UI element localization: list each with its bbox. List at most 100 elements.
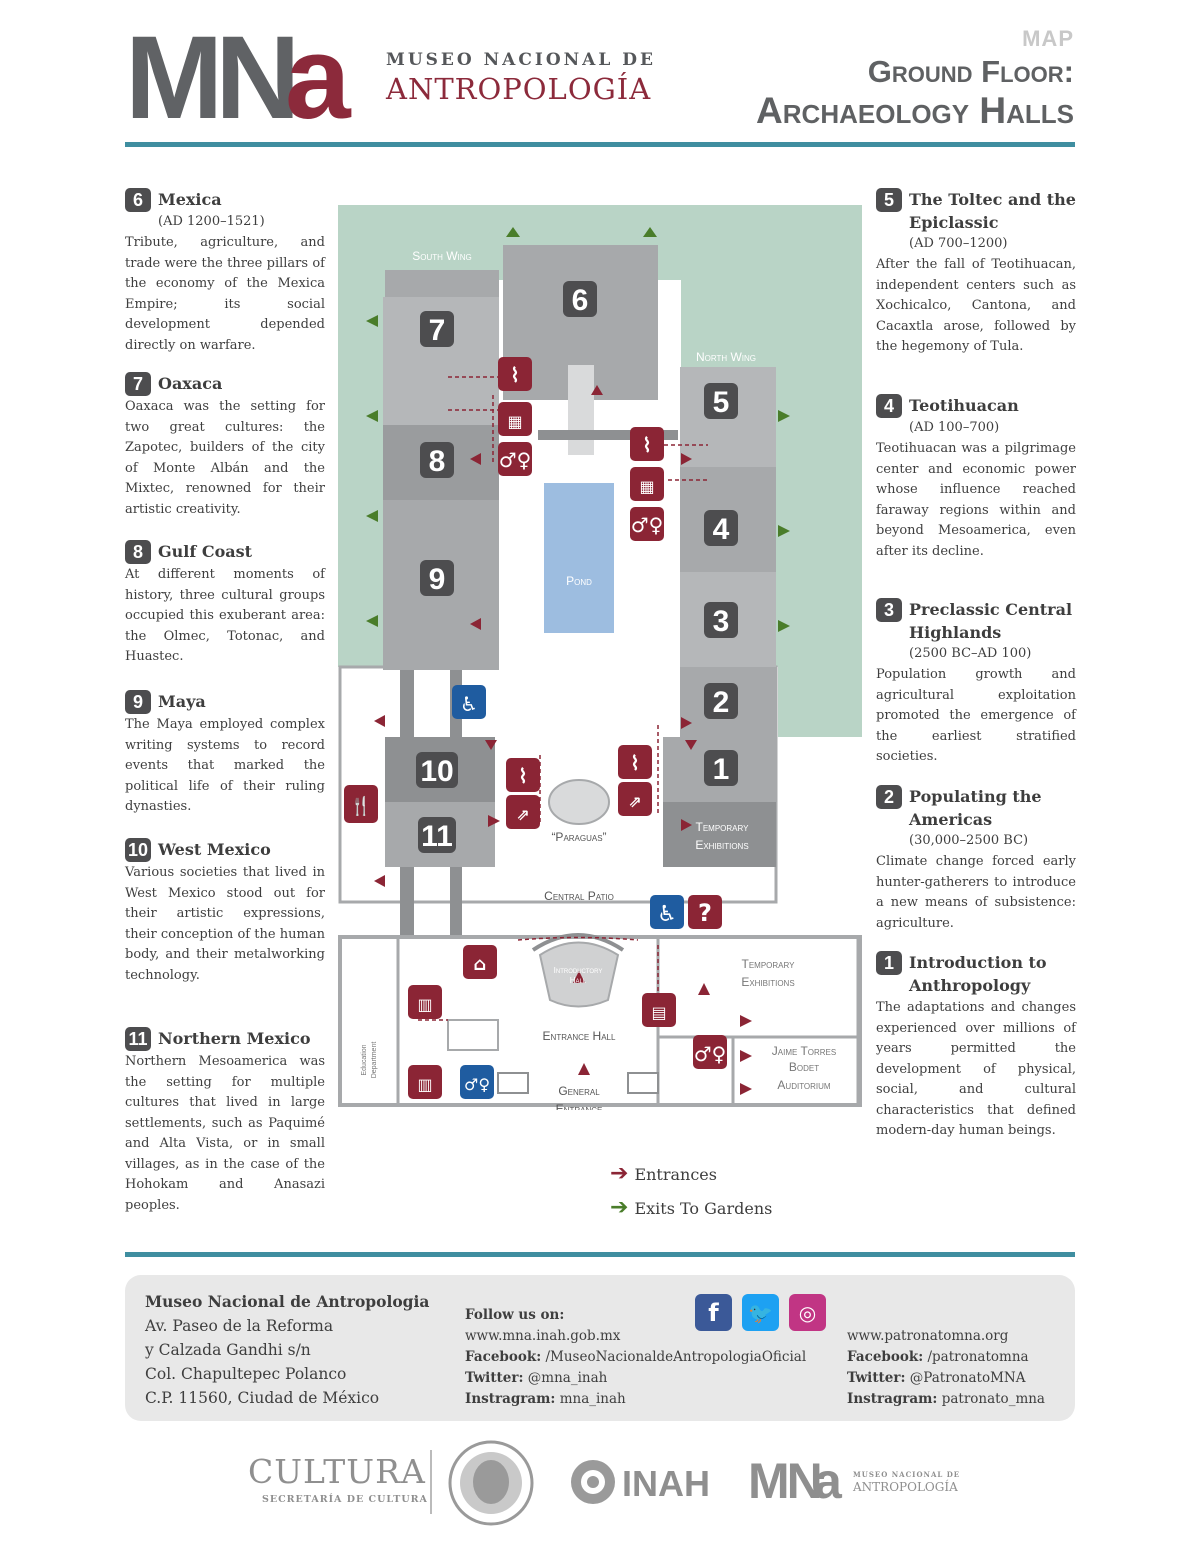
general-entrance-label-2: Entrance: [556, 1102, 603, 1110]
hall-5-badge: 5: [713, 386, 730, 419]
patronato-facebook-link[interactable]: Facebook: /patronatomna: [847, 1349, 1029, 1365]
restroom-icon: [630, 507, 664, 541]
hall-text: Climate change forced early hunter-gathe…: [876, 854, 1076, 931]
hall-dates: (AD 100–700): [909, 420, 1000, 435]
address-line: Museo Nacional de Antropologia: [145, 1292, 430, 1311]
hall-number-badge: 4: [876, 394, 902, 418]
svg-text:▥: ▥: [417, 995, 432, 1014]
hall-number-badge: 1: [876, 951, 902, 975]
hall-10-badge: 10: [420, 755, 453, 788]
temporary-exhibitions-label-1a: Temporary: [696, 820, 750, 834]
svg-text:⌇: ⌇: [518, 764, 528, 788]
hall-text: After the fall of Teotihuacan, independe…: [876, 257, 1076, 354]
mna-website-link[interactable]: www.mna.inah.gob.mx: [465, 1328, 621, 1344]
general-entrance-label-1: General: [558, 1084, 600, 1098]
svg-text:♂♀: ♂♀: [499, 448, 532, 472]
entrance-arrow-icon: ➔: [610, 1161, 629, 1186]
patronato-twitter-link[interactable]: Twitter: @PatronatoMNA: [847, 1370, 1026, 1386]
logo-line-1: MUSEO NACIONAL DE: [386, 50, 656, 70]
hall-6-badge: 6: [572, 284, 589, 317]
hall-11-badge: 11: [421, 820, 453, 853]
floor-map: 6 7 8 9 5 4 3 2 1 10 11 ⌇ ▦: [338, 205, 862, 1110]
map-label: MAP: [1022, 26, 1074, 51]
hall-number-badge: 2: [876, 785, 902, 809]
hall-7-badge: 7: [429, 314, 446, 347]
hall-dates: (AD 700–1200): [909, 236, 1008, 251]
patronato-instagram-link[interactable]: Instragram: patronato_mna: [847, 1391, 1045, 1407]
legend-entrances: ➔ Entrances: [610, 1163, 717, 1185]
svg-text:MN: MN: [125, 22, 293, 127]
hall-3-badge: 3: [713, 605, 730, 638]
entrance-hall-label: Entrance Hall: [543, 1029, 616, 1043]
svg-text:♂♀: ♂♀: [694, 1042, 727, 1066]
twitter-icon[interactable]: 🐦: [742, 1294, 779, 1331]
family-restroom-icon: [693, 1035, 727, 1069]
hall-text: At different moments of history, three c…: [125, 567, 325, 664]
shop-icon: [408, 985, 442, 1019]
mna-social-links: Follow us on: www.mna.inah.gob.mx Facebo…: [465, 1305, 806, 1410]
logo-line-2: ANTROPOLOGÍA: [386, 72, 652, 106]
coat-check-icon: [463, 945, 497, 979]
legend-exits-label: Exits To Gardens: [634, 1198, 773, 1218]
stairs-icon: [618, 745, 652, 779]
svg-text:a: a: [814, 1456, 843, 1502]
hall-name: Gulf Coast: [158, 542, 252, 561]
instagram-icon[interactable]: ◎: [789, 1294, 826, 1331]
auditorium-label-1: Jaime Torres: [772, 1044, 836, 1058]
inah-logo: INAH: [622, 1463, 710, 1504]
auditorium-label-2: Bodet: [789, 1060, 819, 1074]
hall-4-badge: 4: [713, 513, 730, 546]
stairs-icon: [506, 758, 540, 792]
hall-text: Various societies that lived in West Mex…: [125, 865, 325, 983]
mna-instagram-link[interactable]: Instragram: mna_inah: [465, 1391, 626, 1407]
mna-facebook-link[interactable]: Facebook: /MuseoNacionaldeAntropologiaOf…: [465, 1349, 807, 1365]
cultura-logo: CULTURA: [248, 1452, 426, 1491]
title-line-1: Ground Floor:: [867, 54, 1074, 89]
mexico-seal-logo: [448, 1440, 534, 1526]
hall-number-badge: 7: [125, 372, 151, 396]
temporary-exhibitions-label-1b: Exhibitions: [695, 838, 748, 852]
svg-text:⌇: ⌇: [510, 363, 520, 387]
hall-name: Mexica: [158, 190, 222, 209]
central-patio-label: Central Patio: [544, 889, 614, 903]
hall-name: Northern Mexico: [158, 1029, 311, 1048]
mna-twitter-link[interactable]: Twitter: @mna_inah: [465, 1370, 608, 1386]
hall-number-badge: 9: [125, 690, 151, 714]
svg-text:a: a: [285, 22, 352, 127]
escalator-icon: [506, 795, 540, 829]
restroom-icon: [498, 442, 532, 476]
hall-name: Introduction to Anthropology: [909, 953, 1047, 995]
mna-small-line-2: ANTROPOLOGÍA: [853, 1480, 958, 1494]
svg-text:♿: ♿: [657, 902, 677, 927]
education-label-2: Department: [371, 1042, 378, 1079]
patronato-website-link[interactable]: www.patronatomna.org: [847, 1328, 1009, 1344]
hall-name: West Mexico: [158, 840, 271, 859]
hall-heading: 6 Mexica: [125, 188, 325, 212]
svg-text:⌇: ⌇: [630, 751, 640, 775]
hall-name: Maya: [158, 692, 206, 711]
facebook-icon[interactable]: f: [695, 1294, 732, 1331]
mna-small-logo: MN a: [748, 1456, 843, 1502]
mna-logo: MN a: [125, 22, 352, 127]
hall-number-badge: 6: [125, 188, 151, 212]
address-line: C.P. 11560, Ciudad de México: [145, 1389, 380, 1407]
hall-2-badge: 2: [713, 686, 730, 719]
svg-text:⌇: ⌇: [642, 433, 652, 457]
svg-text:?: ?: [698, 899, 712, 927]
exit-arrow-icon: ➔: [610, 1195, 629, 1220]
hall-text: Population growth and agricultural explo…: [876, 667, 1076, 764]
north-wing-label: North Wing: [696, 350, 756, 364]
